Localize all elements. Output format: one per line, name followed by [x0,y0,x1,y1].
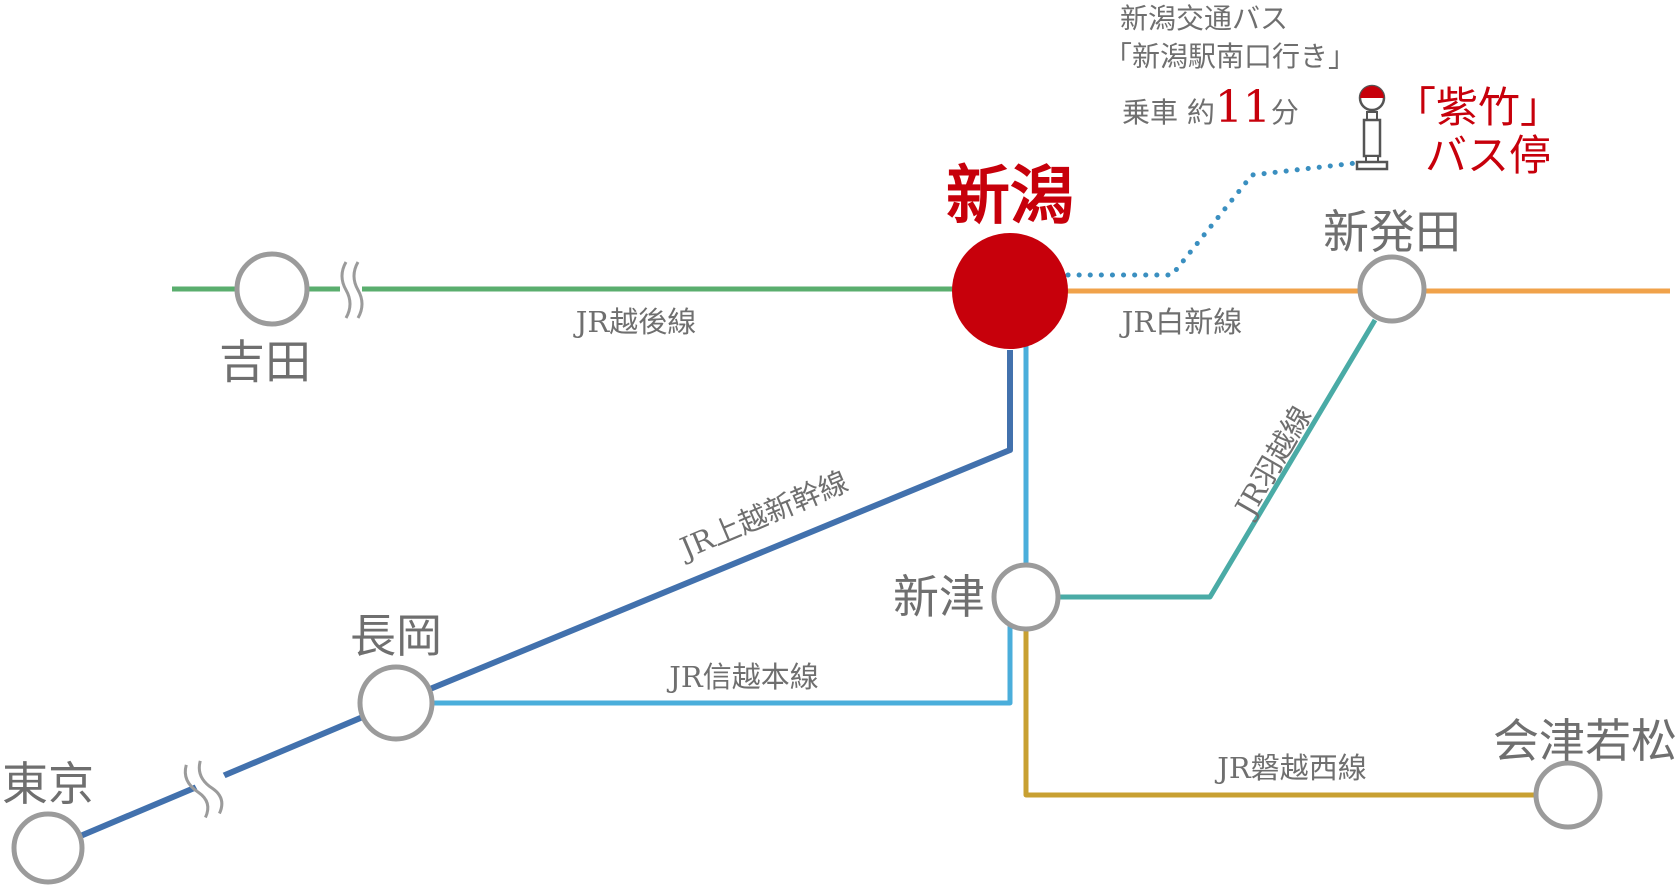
station-niitsu-label: 新津 [893,570,985,624]
station-aizuwakamatsu-label: 会津若松 [1493,714,1675,768]
bus-destination-label: 「新潟駅南口行き」 [1104,40,1356,73]
station-yoshida-marker[interactable] [234,251,310,327]
station-nagaoka-marker[interactable] [357,664,435,742]
bus-stop-icon [1355,84,1389,171]
bus-stop-suffix: バス停 [1425,131,1551,180]
station-yoshida-label: 吉田 [219,335,311,389]
line-uetsu-label: JR羽越線 [1227,400,1318,524]
line-uetsu [1058,318,1378,600]
station-tokyo-marker[interactable] [11,811,85,885]
line-banetsu-west-label: JR磐越西線 [1214,751,1366,785]
station-shibata-label: 新発田 [1323,205,1461,259]
station-niitsu-marker[interactable] [991,562,1061,632]
bus-route [1065,160,1359,278]
line-shinetsu-label: JR信越本線 [666,660,818,694]
station-tokyo-label: 東京 [2,757,94,811]
line-break-icon [183,760,234,819]
line-echigo-label: JR越後線 [573,305,696,339]
station-niigata-label: 新潟 [946,159,1074,234]
station-niigata-marker[interactable] [952,233,1068,349]
line-joetsu-shinkansen [76,350,1013,840]
station-nagaoka-label: 長岡 [350,609,442,663]
bus-ride-time: 乗車 約11分 [1122,82,1299,133]
line-shinetsu-south [400,625,1013,706]
station-aizuwakamatsu-marker[interactable] [1533,760,1603,830]
line-banetsu-west [1023,628,1538,798]
bus-company-label: 新潟交通バス [1120,2,1288,35]
bus-stop-name: 「紫竹」 [1394,83,1562,132]
line-break-icon [340,261,364,319]
station-shibata-marker[interactable] [1357,254,1427,324]
line-hakushin-label: JR白新線 [1119,305,1242,339]
